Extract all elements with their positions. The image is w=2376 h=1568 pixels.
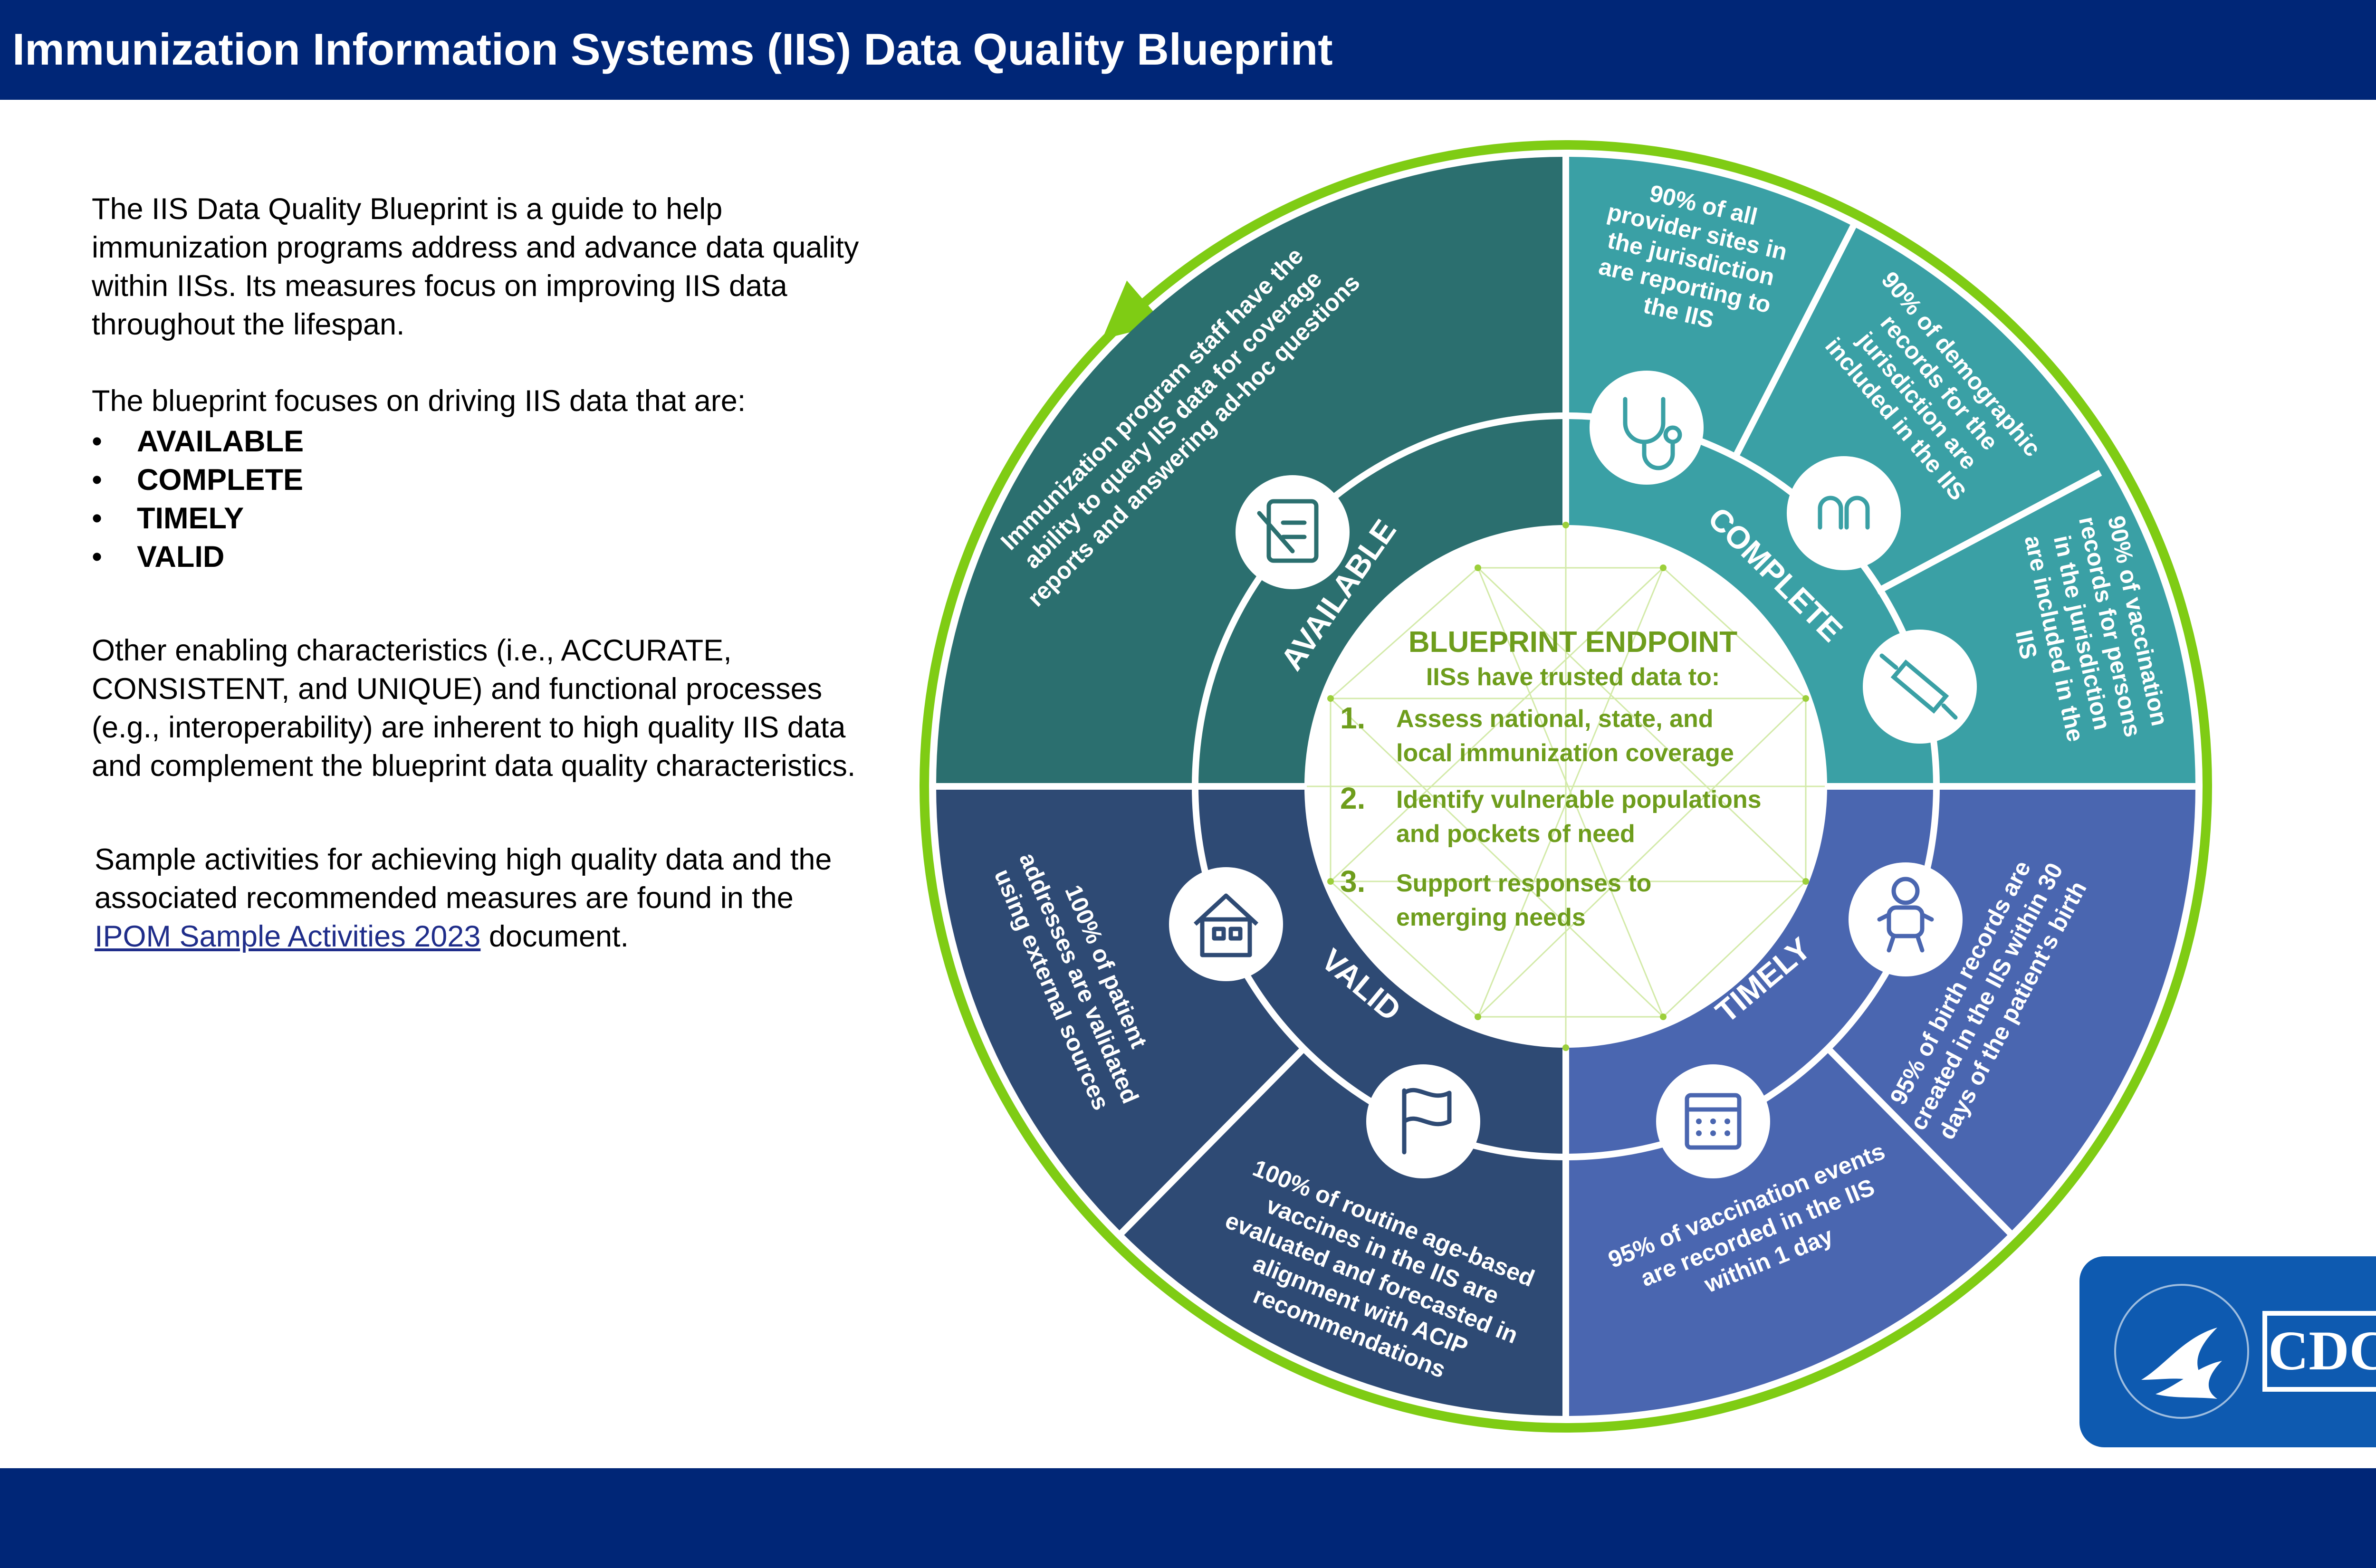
calendar-icon	[1656, 1064, 1770, 1178]
characteristics-list: •AVAILABLE •COMPLETE •TIMELY •VALID	[92, 422, 862, 576]
list-item: •AVAILABLE	[92, 425, 304, 458]
endpoint-3-number: 3.	[1340, 864, 1365, 899]
ring-arrow	[1102, 280, 1164, 340]
clipboard-icon	[1236, 475, 1350, 589]
ipom-sample-activities-link[interactable]: IPOM Sample Activities 2023	[95, 920, 481, 953]
endpoint-1-line-1: Assess national, state, and	[1396, 705, 1714, 733]
stethoscope-icon	[1590, 371, 1704, 485]
hhs-cdc-logo: CDC	[2079, 1256, 2376, 1447]
endpoint-3-line-2: emerging needs	[1396, 904, 1586, 931]
intro-paragraph-2: The blueprint focuses on driving IIS dat…	[92, 384, 746, 418]
endpoint-3-line-1: Support responses to	[1396, 870, 1651, 897]
house-icon	[1169, 867, 1283, 981]
endpoint-1-number: 1.	[1340, 701, 1365, 735]
center-subtitle: IISs have trusted data to:	[1426, 663, 1720, 691]
list-item: •VALID	[92, 540, 225, 574]
intro-text: The IIS Data Quality Blueprint is a guid…	[92, 190, 862, 956]
list-item: •TIMELY	[92, 502, 244, 535]
endpoint-2-number: 2.	[1340, 781, 1365, 815]
network-nodes	[1327, 522, 1809, 1051]
endpoint-1-line-2: local immunization coverage	[1396, 739, 1734, 767]
intro-paragraph-4: Sample activities for achieving high qua…	[95, 843, 832, 953]
flag-icon	[1366, 1064, 1480, 1178]
syringe-icon	[1863, 630, 1977, 744]
header-bar: Immunization Information Systems (IIS) D…	[0, 0, 2376, 100]
endpoint-2-line-2: and pockets of need	[1396, 820, 1635, 848]
intro-paragraph-1: The IIS Data Quality Blueprint is a guid…	[92, 192, 859, 341]
baby-icon	[1849, 862, 1963, 976]
endpoint-2-line-1: Identify vulnerable populations	[1396, 786, 1762, 813]
network-pattern	[1307, 525, 1825, 1048]
svg-text:IIS: IIS	[2011, 628, 2042, 661]
people-icon	[1787, 456, 1901, 570]
center-title: BLUEPRINT ENDPOINT	[1408, 626, 1737, 659]
page-title: Immunization Information Systems (IIS) D…	[12, 24, 1333, 74]
cdc-logo-text: CDC	[2268, 1319, 2376, 1382]
outer-ring	[920, 140, 2212, 1433]
footer-bar	[0, 1468, 2376, 1568]
intro-paragraph-3: Other enabling characteristics (i.e., AC…	[92, 634, 856, 783]
list-item: •COMPLETE	[92, 463, 304, 497]
